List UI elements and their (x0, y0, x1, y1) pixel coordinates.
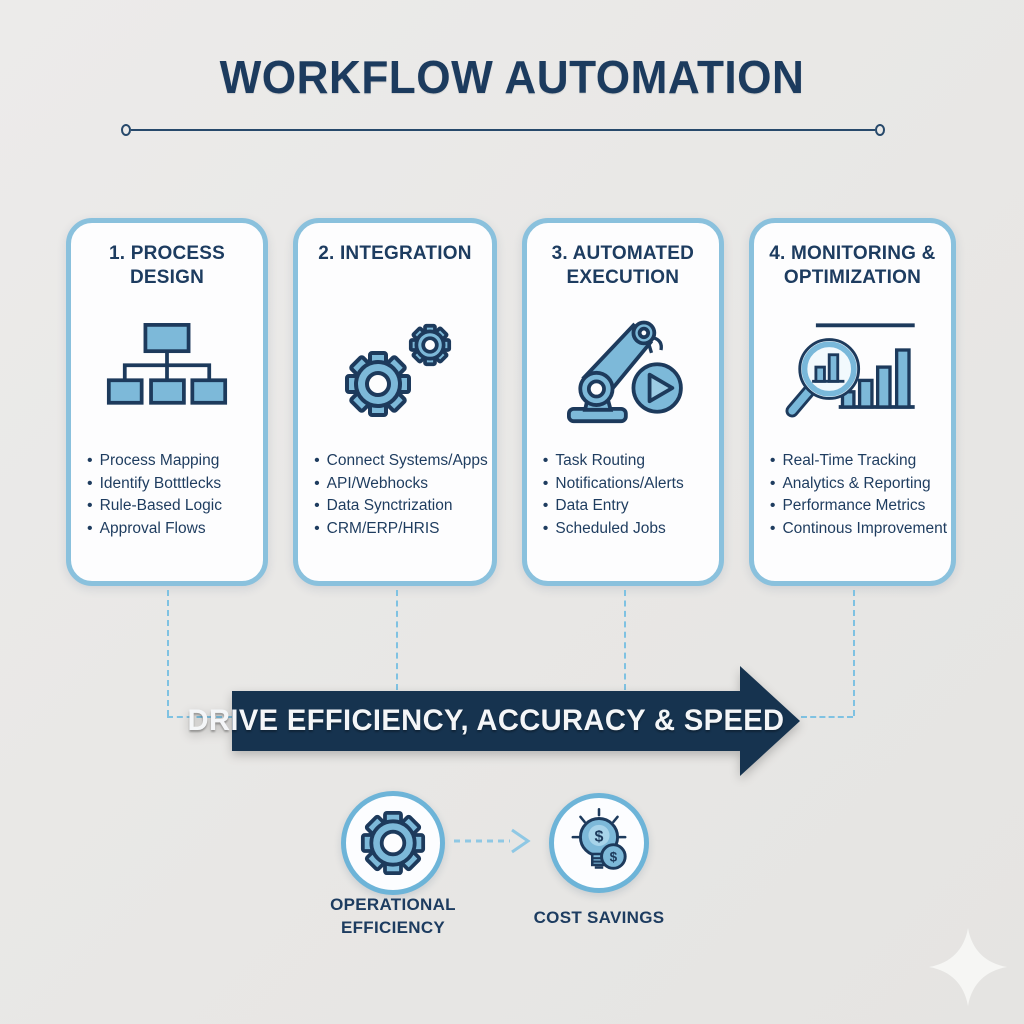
banner-label: DRIVE EFFICIENCY, ACCURACY & SPEED (187, 704, 785, 737)
cost-savings-badge: $ $ (549, 793, 649, 893)
card-bullet-list: Connect Systems/Apps API/Webhocks Data S… (298, 450, 492, 540)
banner-arrow: DRIVE EFFICIENCY, ACCURACY & SPEED (187, 664, 802, 779)
divider-line (131, 128, 875, 131)
card-title: 3. AUTOMATED EXECUTION (551, 243, 695, 288)
card-title: 2. INTEGRATION (318, 243, 472, 264)
card-bullet-list: Task Routing Notifications/Alerts Data E… (527, 450, 719, 540)
cost-savings-label: COST SAVINGS (533, 908, 665, 927)
connector-card1-vertical (167, 590, 169, 716)
divider-left-circle (121, 123, 131, 136)
card-automated-execution: 3. AUTOMATED EXECUTION (521, 218, 724, 586)
card-monitoring-optimization: 4. MONITORING & OPTIMIZATION (748, 218, 957, 586)
flowchart-icon (71, 294, 263, 444)
connector-card4-horizontal (801, 716, 853, 718)
list-item: Identify Botttlecks (87, 473, 259, 496)
connector-card1-horizontal (167, 716, 232, 718)
right-arrow-shape (232, 666, 800, 776)
magnifier-bar-chart-icon (754, 294, 951, 444)
list-item: Rule-Based Logic (87, 495, 259, 518)
list-item: Process Mapping (87, 450, 259, 473)
operational-efficiency-label: OPERATIONAL EFFICIENCY (330, 895, 456, 937)
lightbulb-dollar-icon: $ $ (571, 807, 627, 870)
gear-icon (360, 810, 426, 876)
card-bullet-list: Real-Time Tracking Analytics & Reporting… (754, 450, 951, 540)
page-title: WORKFLOW AUTOMATION (219, 51, 805, 103)
gears-icon (298, 294, 492, 444)
card-bullet-list: Process Mapping Identify Botttlecks Rule… (71, 450, 263, 540)
sparkle-icon (929, 928, 1007, 1006)
list-item: Analytics & Reporting (770, 473, 947, 496)
robot-arm-play-icon (527, 294, 719, 444)
list-item: API/Webhocks (314, 473, 488, 496)
card-process-design: 1. PROCESS DESIGN Process Mapping Identi… (66, 218, 269, 586)
list-item: Continous Improvement (770, 518, 947, 541)
list-item: Performance Metrics (770, 495, 947, 518)
list-item: CRM/ERP/HRIS (314, 518, 488, 541)
list-item: Approval Flows (87, 518, 259, 541)
card-title: 1. PROCESS DESIGN (109, 243, 226, 288)
connector-card3-vertical (624, 590, 626, 690)
list-item: Task Routing (543, 450, 715, 473)
list-item: Connect Systems/Apps (314, 450, 488, 473)
card-integration: 2. INTEGRATION (293, 218, 497, 586)
connector-card4-vertical (853, 590, 855, 716)
list-item: Scheduled Jobs (543, 518, 715, 541)
list-item: Data Entry (543, 495, 715, 518)
connector-card2-vertical (396, 590, 398, 690)
card-title: 4. MONITORING & OPTIMIZATION (769, 243, 936, 288)
operational-efficiency-badge (341, 791, 445, 895)
divider-right-circle (875, 123, 885, 136)
list-item: Notifications/Alerts (543, 473, 715, 496)
dollar-glyph: $ (610, 850, 618, 865)
list-item: Data Synctrization (314, 495, 488, 518)
dashed-arrow-icon (454, 828, 531, 854)
dollar-glyph: $ (595, 827, 604, 845)
steps-row: 1. PROCESS DESIGN Process Mapping Identi… (66, 218, 957, 586)
list-item: Real-Time Tracking (770, 450, 947, 473)
header-divider (121, 122, 885, 137)
